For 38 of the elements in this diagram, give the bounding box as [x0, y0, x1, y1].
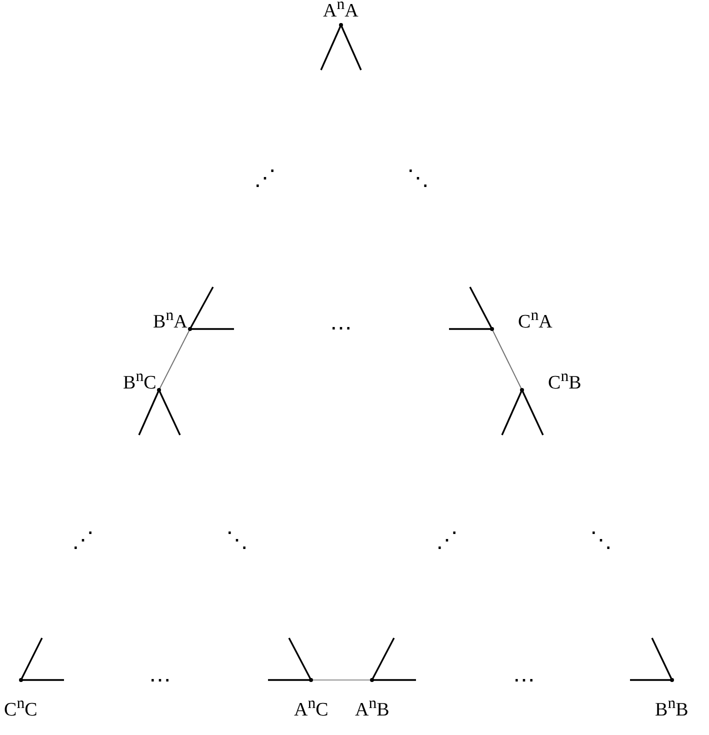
edge-stub	[372, 679, 416, 681]
edge-stub	[501, 390, 523, 436]
vertex-label: B$^{n}$C	[123, 369, 156, 392]
ellipsis: ⋱	[590, 529, 612, 551]
edge-stub	[20, 638, 43, 680]
edge-line	[158, 328, 190, 390]
edge-stub	[21, 679, 64, 681]
edge-stub	[268, 679, 311, 681]
edge-stub	[158, 390, 181, 436]
edge-stub	[189, 286, 214, 330]
ellipsis: ⋰	[72, 529, 94, 551]
edge-stub	[320, 24, 342, 70]
edge-stub	[190, 328, 234, 330]
ellipsis: ⋯	[330, 317, 352, 339]
edge-stub	[521, 390, 544, 436]
edge-line	[492, 328, 522, 390]
edge-stub	[340, 24, 362, 70]
edge-stub	[630, 679, 672, 681]
ellipsis: ⋱	[407, 167, 429, 189]
vertex-label: A$^{n}$A	[323, 0, 358, 20]
vertex-label: B$^{n}$B	[655, 696, 688, 720]
edge-stub	[371, 638, 395, 680]
edge-stub	[651, 638, 673, 680]
vertex-label: C$^{n}$A	[518, 308, 552, 332]
vertex-label: B$^{n}$A	[153, 308, 188, 332]
ellipsis: ⋯	[149, 669, 171, 691]
vertex-label: A$^{n}$C	[294, 696, 328, 720]
ellipsis: ⋯	[513, 669, 535, 691]
ellipsis: ⋰	[254, 167, 276, 189]
edge-stub	[449, 328, 492, 330]
edge-stub	[469, 286, 493, 330]
vertex-label: C$^{n}$B	[548, 369, 582, 392]
edge-stub	[288, 638, 312, 680]
ellipsis: ⋱	[226, 529, 248, 551]
vertex-label: A$^{n}$B	[355, 696, 390, 720]
vertex-label: C$^{n}$C	[4, 696, 38, 720]
ellipsis: ⋰	[436, 529, 458, 551]
edge-stub	[138, 390, 160, 436]
